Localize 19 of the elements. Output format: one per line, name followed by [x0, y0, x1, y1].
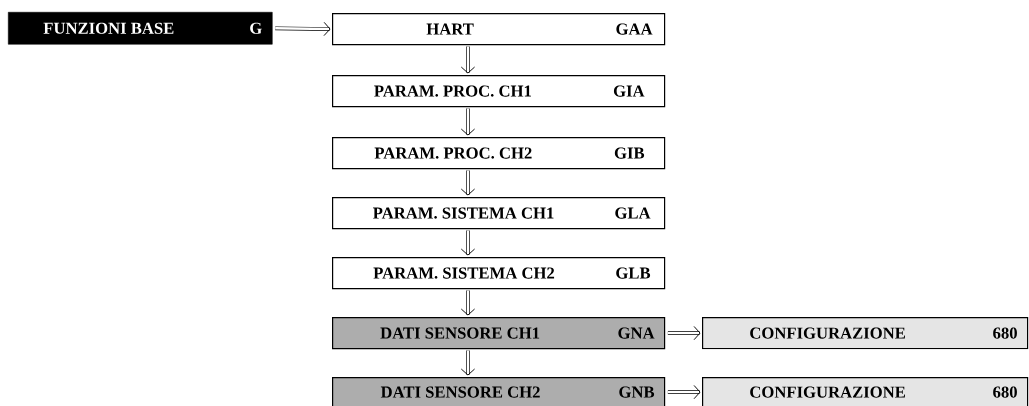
- arrow: [460, 350, 476, 376]
- menu-box: PARAM. SISTEMA CH1 GLA: [332, 197, 666, 230]
- menu-box: PARAM. PROC. CH2 GIB: [332, 137, 666, 170]
- menu-box: PARAM. PROC. CH1 GIA: [332, 75, 666, 108]
- arrow: [667, 384, 701, 400]
- menu-box: DATI SENSORE CH2 GNB: [332, 377, 666, 406]
- arrow: [460, 46, 476, 74]
- arrow: [667, 325, 701, 341]
- arrow: [275, 21, 331, 37]
- menu-box: PARAM. SISTEMA CH2 GLB: [332, 257, 666, 290]
- menu-box: DATI SENSORE CH1 GNA: [332, 317, 666, 350]
- arrow: [460, 290, 476, 316]
- menu-box: HART GAA: [332, 13, 666, 46]
- menu-box: CONFIGURAZIONE 680: [702, 377, 1029, 406]
- arrow: [460, 230, 476, 256]
- menu-box: CONFIGURAZIONE 680: [702, 317, 1029, 350]
- menu-heading: FUNZIONI BASE G: [8, 12, 273, 45]
- arrow: [460, 108, 476, 136]
- arrow: [460, 170, 476, 196]
